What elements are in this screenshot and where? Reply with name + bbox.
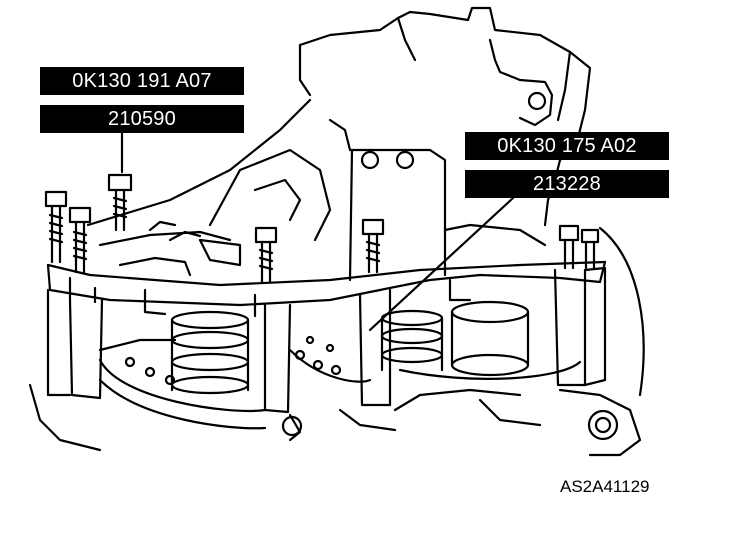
bolts <box>44 173 600 284</box>
right-part-number-label: 0K130 175 A02 <box>465 132 669 160</box>
bolt-head <box>558 224 580 242</box>
right-tool-code-label: 213228 <box>465 170 669 198</box>
bolt-head <box>254 226 278 244</box>
lower-case <box>28 226 645 457</box>
transmission-case <box>298 6 592 282</box>
clutch-drums <box>170 300 530 395</box>
tool-plate <box>46 260 607 318</box>
bolt-head <box>44 190 68 208</box>
bolt-head <box>107 173 133 192</box>
drum-disc <box>98 335 582 430</box>
housing-web <box>86 98 332 277</box>
bolt-head <box>361 218 385 236</box>
leader-lines <box>120 131 515 332</box>
bolt-head <box>68 206 92 224</box>
left-part-number-label: 0K130 191 A07 <box>40 67 244 95</box>
support-legs <box>46 266 607 414</box>
left-tool-code-label: 210590 <box>40 105 244 133</box>
bolt-head <box>580 228 600 244</box>
figure-id: AS2A41129 <box>560 477 650 496</box>
leader-line-right <box>368 196 515 332</box>
